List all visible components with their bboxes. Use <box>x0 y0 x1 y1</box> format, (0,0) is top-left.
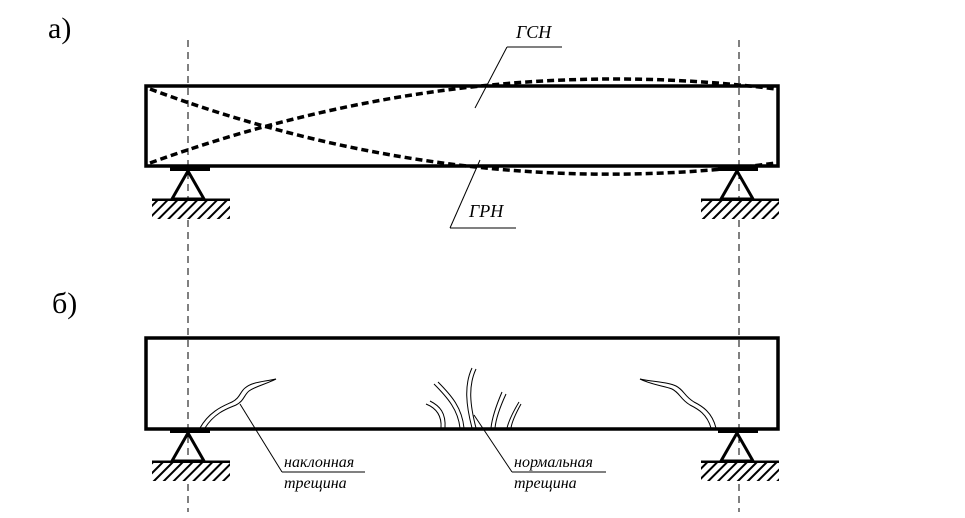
label-inclined-crack-line2: трещина <box>284 475 347 492</box>
support-b-left <box>152 428 230 481</box>
inclined-crack-left-edge <box>204 378 277 429</box>
part-a-label: а) <box>48 12 71 45</box>
inclined-crack-right-edge <box>639 378 712 429</box>
inclined-crack-right <box>639 378 717 429</box>
inclined-crack-left <box>199 378 277 429</box>
label-inclined-crack-line1: наклонная <box>284 454 354 471</box>
support-a-right <box>701 166 779 219</box>
beam-a <box>144 77 780 176</box>
label-normal-crack-line1: нормальная <box>514 454 593 471</box>
lower-curve-grn <box>149 87 777 176</box>
normal-cracks <box>425 367 522 429</box>
upper-curve-gsn <box>149 77 777 165</box>
part-b-label: б) <box>52 287 77 320</box>
support-b-right <box>701 428 779 481</box>
support-a-left <box>152 166 230 219</box>
leader-gsn <box>474 46 508 109</box>
label-gsn: ГСН <box>515 22 552 42</box>
leader-grn <box>449 159 481 229</box>
leader-inclined-crack <box>239 403 283 473</box>
leader-normal-crack <box>473 414 513 473</box>
label-normal-crack-line2: трещина <box>514 475 577 492</box>
label-grn: ГРН <box>468 201 504 221</box>
beam-b <box>144 336 780 431</box>
